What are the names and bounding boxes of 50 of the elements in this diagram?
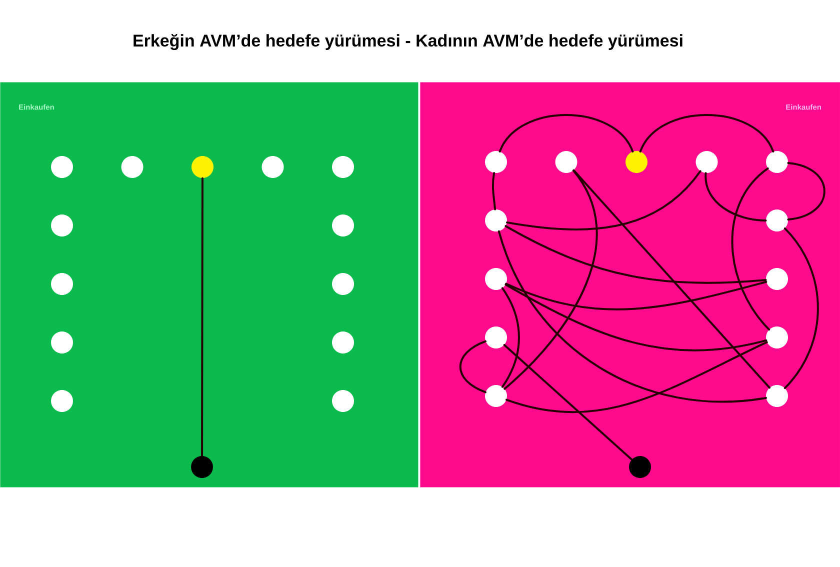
path-line [505, 280, 768, 310]
dot [332, 156, 354, 178]
path-line [492, 172, 496, 210]
dot [192, 156, 214, 178]
panel [0, 82, 418, 488]
path-line [506, 170, 702, 230]
dot [766, 151, 788, 173]
path-line [503, 344, 633, 460]
path-line [639, 114, 774, 152]
dot [485, 326, 507, 348]
path-line [504, 284, 768, 352]
dot [485, 385, 507, 407]
dot [766, 326, 788, 348]
dot [51, 390, 73, 412]
title: Erkeğin AVM’de hedefe yürümesi - Kadının AVM’de hedefe yürümesi [134, 34, 682, 50]
path-line [704, 172, 767, 222]
path-line [787, 162, 826, 221]
path-line [201, 177, 204, 457]
path-line [501, 287, 520, 388]
path-line [731, 167, 770, 331]
path-line [498, 230, 767, 402]
dot [696, 151, 718, 173]
dot [766, 210, 788, 232]
dot [626, 151, 648, 173]
dot [555, 151, 578, 173]
path-line [504, 225, 767, 284]
dot [766, 385, 788, 407]
dot [332, 214, 354, 236]
dot [485, 268, 507, 290]
dot [332, 390, 354, 412]
dot [766, 268, 788, 290]
dot [485, 151, 507, 173]
path-line [504, 170, 598, 390]
path-line [498, 114, 634, 152]
dot [121, 156, 144, 178]
dot [262, 156, 284, 178]
dot [332, 332, 354, 354]
dot [485, 210, 507, 232]
path-line [506, 341, 768, 414]
dot [629, 456, 651, 478]
dot [51, 214, 73, 236]
path-line [459, 340, 486, 394]
dot [191, 456, 213, 478]
path-line [572, 169, 770, 389]
dot [51, 156, 73, 178]
dot [51, 332, 73, 354]
dot [332, 273, 354, 295]
panel [420, 82, 840, 488]
dot [51, 273, 73, 295]
path-line [784, 227, 819, 390]
